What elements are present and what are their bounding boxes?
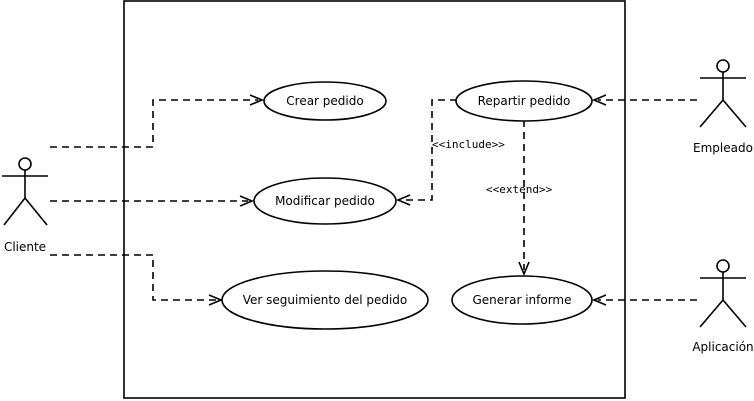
use-case-generar-informe-label: Generar informe: [472, 293, 571, 307]
use-case-modificar-pedido: Modificar pedido: [253, 177, 397, 225]
use-case-crear-pedido-label: Crear pedido: [286, 94, 363, 108]
use-case-repartir-pedido-label: Repartir pedido: [478, 94, 571, 108]
use-case-generar-informe: Generar informe: [451, 275, 593, 325]
include-label: <<include>>: [432, 138, 505, 151]
actor-cliente: Cliente: [2, 157, 48, 254]
use-case-repartir-pedido: Repartir pedido: [455, 80, 593, 122]
actor-empleado: Empleado: [693, 59, 753, 155]
connector-empleado-repartir-pedido: [591, 94, 697, 106]
actor-empleado-label: Empleado: [693, 141, 753, 155]
actor-aplicacion-label: Aplicación: [692, 340, 753, 354]
extend-label: <<extend>>: [486, 183, 553, 196]
connector-extend: [518, 120, 530, 277]
use-case-crear-pedido: Crear pedido: [263, 81, 387, 121]
use-case-modificar-pedido-label: Modificar pedido: [275, 194, 375, 208]
connector-include: [395, 99, 457, 206]
connector-cliente-modificar-pedido: [50, 195, 255, 207]
connector-cliente-ver-seguimiento: [50, 254, 224, 306]
actor-aplicacion: Aplicación: [692, 259, 754, 354]
use-case-ver-seguimiento: Ver seguimiento del pedido: [221, 270, 429, 330]
actor-cliente-label: Cliente: [4, 240, 46, 254]
system-boundary: [123, 0, 626, 399]
connector-aplicacion-generar-informe: [591, 294, 697, 306]
use-case-ver-seguimiento-label: Ver seguimiento del pedido: [243, 293, 408, 307]
connector-cliente-crear-pedido: [50, 94, 265, 148]
